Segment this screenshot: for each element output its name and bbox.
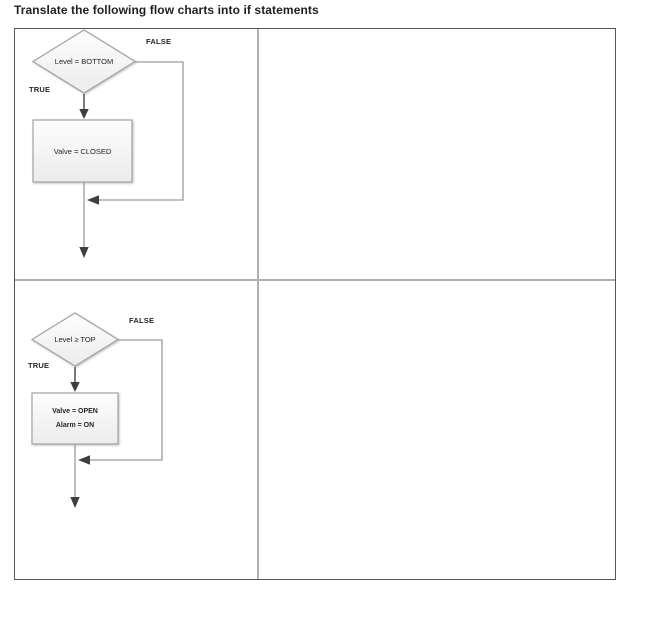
false-label-2: FALSE <box>129 316 155 325</box>
process-line: Valve = OPEN <box>52 407 98 415</box>
true-label-2: TRUE <box>28 361 50 370</box>
process-line: Valve = CLOSED <box>53 146 112 156</box>
decision-label-2: Level ≥ TOP <box>54 335 96 344</box>
process-label-1: Valve = CLOSED <box>33 120 132 182</box>
page-title: Translate the following flow charts into… <box>14 3 319 17</box>
false-label-1: FALSE <box>146 37 172 46</box>
answer-table <box>14 28 616 580</box>
process-line: Alarm = ON <box>55 421 95 429</box>
true-label-1: TRUE <box>29 85 51 94</box>
decision-label-1: Level = BOTTOM <box>54 57 114 66</box>
cell-answer-2[interactable] <box>258 280 615 579</box>
process-label-2: Valve = OPEN Alarm = ON <box>32 393 118 444</box>
table-vertical-divider <box>257 29 259 579</box>
cell-answer-1[interactable] <box>258 29 615 279</box>
table-horizontal-divider <box>15 279 615 281</box>
